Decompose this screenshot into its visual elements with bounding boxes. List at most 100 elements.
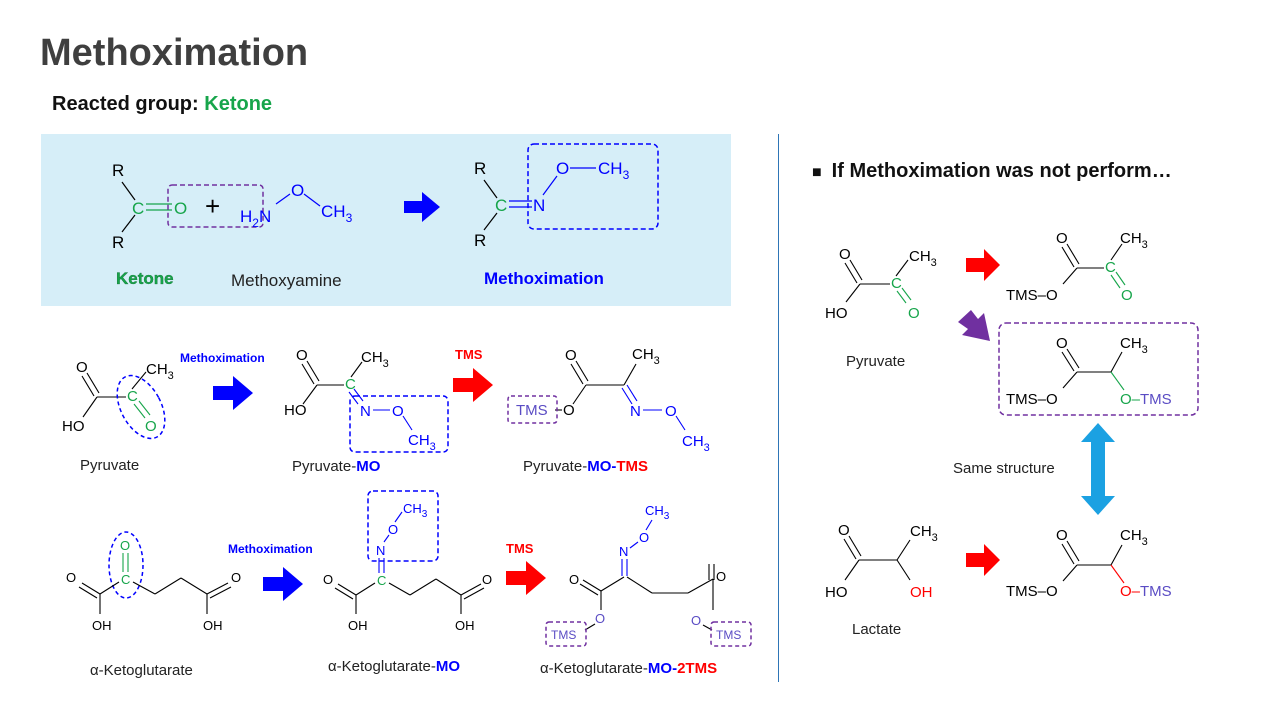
atom-r-bottom-product: R [474,231,486,250]
ketone-label: Ketone [116,269,174,288]
atom-oh-2: OH [455,618,475,633]
right-pyruvate-label: Pyruvate [846,353,905,370]
atom-c: C [132,199,144,218]
atom-o: O [1056,230,1068,247]
atom-tms-1: TMS [551,628,576,642]
atom-n: N [376,543,385,558]
reacted-group-subtitle: Reacted group: Ketone [52,93,272,116]
lactate-tms-structure: O TMS–O CH3 O–TMS [1006,527,1172,600]
atom-n-product: N [533,196,545,215]
atom-tms-2: TMS [716,628,741,642]
methoxime-box [527,143,659,230]
akg-mo-structure: CH3 O N C OH O OH O [323,490,492,633]
atom-c: C [121,572,130,587]
methoxyamine-label: Methoxyamine [231,271,342,290]
atom-tms: TMS [516,402,548,419]
atom-ch3: CH3 [645,503,670,522]
atom-ho: HO [62,418,85,435]
atom-n: N [630,403,641,420]
reactive-box [167,184,264,228]
atom-ch3: CH3 [361,349,389,370]
atom-c: C [377,573,386,588]
reaction-panel [41,134,731,306]
atom-o-product: O [556,159,569,178]
pyruvate-mo-tms-structure: O O TMS CH3 N O CH3 [507,346,710,454]
pyruvate-structure: O HO C CH3 O [62,359,174,440]
atom-o-2: O [482,572,492,587]
atom-o: O [839,246,851,263]
atom-o-keto: O [1121,287,1133,304]
atom-r-top-product: R [474,159,486,178]
atom-oh-1: OH [92,618,112,633]
atom-o-ester: O [563,402,575,419]
atom-o-1: O [66,570,76,585]
atom-o: O [76,359,88,376]
ketone-structure: R R C O [112,161,264,252]
keto-ellipse [108,531,144,599]
akg-mo-2tms-structure: CH3 O N O TMS O O O TMS [545,503,752,647]
atom-ch3: CH3 [910,523,938,544]
atom-o: O [296,347,308,364]
double-arrow-icon [1081,423,1115,515]
atom-ch3: CH3 [1120,230,1148,251]
akg-mo-arrow-icon [263,567,303,601]
akg-label: α-Ketoglutarate [90,662,193,679]
atom-ch3: CH3 [146,361,174,382]
atom-oh: OH [910,584,933,601]
product-label: Methoximation [484,269,604,288]
atom-o-1: O [323,572,333,587]
step-methoximation-label-2: Methoximation [228,542,313,556]
pyruvate-tms-keto-structure: O TMS–O C CH3 O [1006,230,1148,304]
atom-o: O [838,522,850,539]
atom-ch3: CH3 [1120,335,1148,356]
atom-ch3: CH3 [909,248,937,269]
bullet-square-icon: ■ [812,164,822,181]
atom-o-keto: O [120,538,130,553]
right-pyruvate-tms-arrow-icon [966,249,1000,281]
atom-o: O [174,199,187,218]
right-lactate-tms-arrow-icon [966,544,1000,576]
atom-oh-2: OH [203,618,223,633]
atom-o-tms: O–TMS [1120,391,1172,408]
right-heading: ■If Methoximation was not perform… [812,160,1172,183]
akg-mo-2tms-label: α-Ketoglutarate-MO-2TMS [540,660,717,677]
atom-ho: HO [284,402,307,419]
reacted-group-value: Ketone [204,93,273,115]
akg-structure: O C OH O OH O [66,531,241,633]
tms-box-2 [710,621,752,647]
reacted-group-label: Reacted group: [52,93,205,115]
atom-ch3: CH3 [403,501,428,520]
right-section: O HO C CH3 O Pyruvate O TMS–O C CH3 [825,230,1199,638]
step-tms-label: TMS [455,347,483,362]
atom-c: C [345,376,356,393]
page-title: Methoximation [40,32,309,74]
atom-h2n: H2N [240,207,271,230]
atom-tms-o: TMS–O [1006,583,1058,600]
atom-o: O [1056,335,1068,352]
atom-oh-1: OH [348,618,368,633]
section-divider [778,134,779,682]
atom-o-2: O [716,569,726,584]
pyruvate-enol-tms-structure: O TMS–O CH3 O–TMS [1006,335,1172,408]
akg-row: O C OH O OH O α-Ketoglutarate Methoximat… [66,490,752,679]
plus-sign: + [205,191,220,221]
atom-ch3-methoxy: CH3 [682,433,710,454]
pyruvate-tms-arrow-icon [453,368,493,402]
methoxime-structure: R R C N O CH3 [474,143,659,250]
pyruvate-mo-label: Pyruvate-MO [292,458,381,475]
atom-o: O [565,347,577,364]
atom-o-keto: O [908,305,920,322]
atom-ch3: CH3 [632,346,660,367]
atom-o-methoxy: O [291,181,304,200]
atom-o-methoxy: O [392,403,404,420]
methoxime-box [367,490,439,562]
pyruvate-mo-structure: O HO C CH3 N O CH3 [284,347,449,453]
atom-o-methoxy: O [665,403,677,420]
right-pyruvate-structure: O HO C CH3 O [825,246,937,322]
akg-tms-arrow-icon [506,561,546,595]
atom-o-methoxy: O [388,522,398,537]
same-structure-box-top [998,322,1199,416]
atom-o-keto: O [145,418,157,435]
atom-ch3: CH3 [1120,527,1148,548]
atom-ch3-methoxy: CH3 [408,432,436,453]
